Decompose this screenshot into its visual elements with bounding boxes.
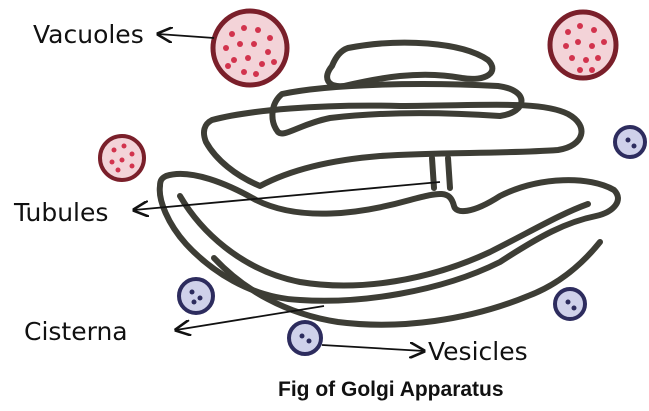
vacuoles-label: Vacuoles — [33, 22, 144, 47]
vesicles-arrow — [322, 345, 424, 351]
vesicle-4 — [289, 322, 321, 354]
vacuoles-group — [100, 11, 616, 180]
vacuole-1 — [213, 11, 287, 85]
tubules-label: Tubules — [14, 200, 108, 225]
tubule-bridge — [432, 158, 450, 188]
vesicles-group — [179, 127, 645, 354]
cisterna-label: Cisterna — [24, 319, 128, 344]
vesicle-3 — [555, 289, 585, 319]
cisterna-1 — [327, 43, 492, 87]
vacuole-2 — [550, 12, 616, 78]
vacuoles-arrow — [158, 34, 214, 38]
figure-caption: Fig of Golgi Apparatus — [278, 379, 504, 400]
vacuole-3 — [100, 136, 144, 180]
vesicles-label: Vesicles — [428, 339, 528, 364]
vesicle-1 — [615, 127, 645, 157]
cisterna-3 — [204, 105, 581, 186]
vesicle-2 — [179, 279, 213, 313]
cisterna-5 — [214, 242, 600, 325]
cisternae-stack — [160, 43, 618, 325]
